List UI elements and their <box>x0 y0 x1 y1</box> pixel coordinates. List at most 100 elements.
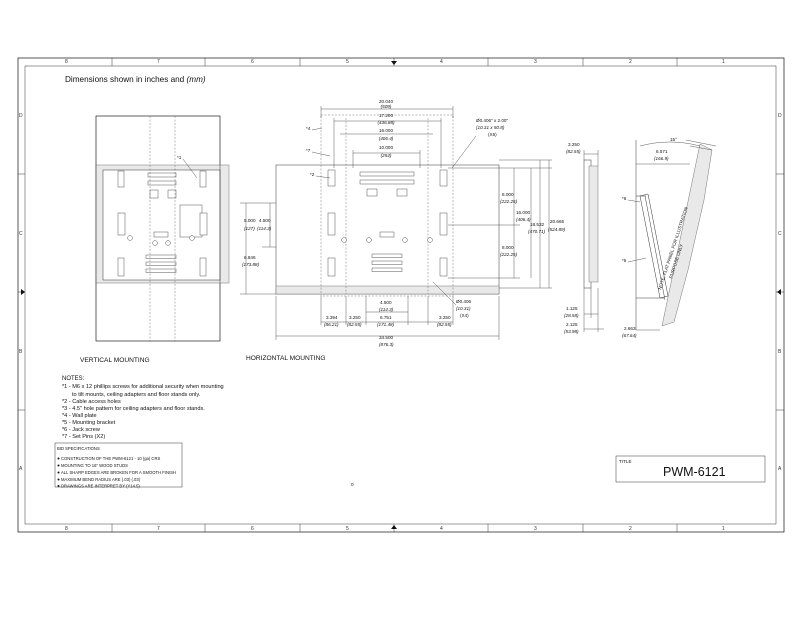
notes-heading: NOTES: <box>62 376 85 382</box>
sheet-center-mark: 0 <box>351 482 354 487</box>
spec-item-3: ALL SHARP EDGES ARE BROKEN FOR A SMOOTH … <box>61 470 176 475</box>
dim-tilt-6571-in: 6.571 <box>656 149 668 154</box>
zone-col-bottom-6: 6 <box>251 526 254 532</box>
callout-6: *6 <box>622 196 627 201</box>
zone-col-bottom-4: 4 <box>440 526 443 532</box>
notes-block: NOTES: *1 - M6 x 12 phillips screws for … <box>62 376 224 440</box>
note-item-7: *7 - Set Pins (X2) <box>62 434 105 440</box>
dim-left-6846-in: 6.846 <box>244 255 256 260</box>
dim-top-4-mm: (254) <box>381 153 392 158</box>
dim-bottom-3250a-mm: (82.55) <box>347 322 362 327</box>
dim-tilt-2663-in: 2.663 <box>624 326 636 331</box>
dim-bottom-3250b-in: 3.250 <box>439 315 451 320</box>
title-block-label: TITLE <box>619 459 632 464</box>
dim-tilt-angle: 15° <box>670 137 677 142</box>
dim-tilt-6571-mm: (166.9) <box>654 156 669 161</box>
dim-top-4-in: 10.000 <box>379 145 393 150</box>
dim-bottom-6751-mm: (171.48) <box>377 322 395 327</box>
dim-right-16000-in: 16.000 <box>516 210 530 215</box>
sheet-frame <box>17 57 785 533</box>
dim-left-5000-mm: (127) <box>244 226 255 231</box>
zone-row-left-D: D <box>19 113 23 119</box>
zone-row-left-A: A <box>19 466 23 472</box>
zone-col-bottom-1: 1 <box>722 526 725 532</box>
zone-col-top-7: 7 <box>157 59 160 65</box>
note-item-1-cont: to tilt mounts, ceiling adapters and flo… <box>72 392 201 398</box>
dim-side-1125-mm: (28.58) <box>564 313 579 318</box>
dim-top-overall-mm: (509) <box>381 104 392 109</box>
dim-right-8000b-mm: (222.25) <box>500 252 518 257</box>
dim-hole-in: Ø0.406 <box>456 299 472 304</box>
note-item-1: *1 - M6 x 12 phillips screws for additio… <box>62 384 224 390</box>
dim-bottom-4500-in: 4.500 <box>380 300 392 305</box>
zone-col-bottom-7: 7 <box>157 526 160 532</box>
dim-slot-in: Ø0.406" x 2.00" <box>476 118 508 123</box>
dim-right-20665-in: 20.665 <box>550 219 564 224</box>
horizontal-mounting-label: HORIZONTAL MOUNTING <box>246 355 326 362</box>
dim-top-2-in: 17.200 <box>379 113 393 118</box>
vertical-mounting-view: *1 VERTICAL MOUNTING <box>80 115 230 364</box>
zone-col-top-4: 4 <box>440 59 443 65</box>
dim-tilt-2663-mm: (67.64) <box>622 333 637 338</box>
zone-row-left-B: B <box>19 349 23 355</box>
dim-slot-qty: (X6) <box>488 132 497 137</box>
bid-specifications: BID SPECIFICATIONS CONSTRUCTION OF THE P… <box>54 442 183 489</box>
dim-top-2-mm: (436.88) <box>377 120 395 125</box>
vertical-callout-1: *1 <box>177 155 182 160</box>
dim-hole-qty: (X4) <box>460 313 469 318</box>
zone-row-right-C: C <box>778 231 782 237</box>
dim-hole-mm: (10.31) <box>456 306 471 311</box>
dim-bottom-overall-in: 34.500 <box>379 335 393 340</box>
dim-side-2125-in: 2.125 <box>566 322 578 327</box>
callout-5: *5 <box>622 258 627 263</box>
dim-bottom-6751-in: 6.751 <box>380 315 392 320</box>
callout-7: *7 <box>306 148 311 153</box>
dim-right-16000-mm: (406.4) <box>516 217 531 222</box>
zone-col-top-3: 3 <box>534 59 537 65</box>
dim-right-8000a-mm: (222.25) <box>500 199 518 204</box>
title-block: TITLE PWM-6121 <box>615 455 766 483</box>
zone-col-bottom-5: 5 <box>346 526 349 532</box>
spec-item-4: MAXIMUM BEND RADIUS ARE (.03) (.03) <box>61 477 141 482</box>
zone-row-left-C: C <box>19 231 23 237</box>
note-item-3: *3 - 4.5" hole pattern for ceiling adapt… <box>62 406 205 412</box>
zone-col-top-6: 6 <box>251 59 254 65</box>
note-item-6: *6 - Jack screw <box>62 427 101 433</box>
spec-item-2: MOUNTING TO 16" WOOD STUDS <box>61 463 128 468</box>
zone-col-bottom-2: 2 <box>629 526 632 532</box>
dim-bottom-3250a-in: 3.250 <box>349 315 361 320</box>
dim-top-overall-in: 20.040 <box>379 99 393 104</box>
dim-bottom-overall-mm: (876.3) <box>379 342 394 347</box>
dim-top-3-mm: (406.4) <box>379 136 394 141</box>
dim-left-4500-in: 4.500 <box>259 218 271 223</box>
dim-right-18532-in: 18.532 <box>530 222 544 227</box>
zone-col-top-5: 5 <box>346 59 349 65</box>
zone-col-top-2: 2 <box>629 59 632 65</box>
dim-right-8000a-in: 8.000 <box>502 192 514 197</box>
dim-top-3-in: 16.000 <box>379 128 393 133</box>
dim-bottom-4500-mm: (114.3) <box>379 307 394 312</box>
zone-row-right-A: A <box>778 466 782 472</box>
zone-row-right-D: D <box>778 113 782 119</box>
zone-col-bottom-8: 8 <box>65 526 68 532</box>
drawing-title: Dimensions shown in inches and (mm) <box>65 75 206 84</box>
side-view: 3.250 (82.55) 1.125 (28.58) 2.125 (53.98… <box>564 142 604 334</box>
dim-slot-mm: (10.31 x 50.8) <box>476 125 505 130</box>
dim-bottom-3394-mm: (86.21) <box>324 322 339 327</box>
zone-row-right-B: B <box>778 349 782 355</box>
dim-right-20665-mm: (524.89) <box>548 227 566 232</box>
dim-side-3250-in: 3.250 <box>568 142 580 147</box>
note-item-2: *2 - Cable access holes <box>62 399 121 405</box>
spec-item-1: CONSTRUCTION OF THE PWM-6121 - 10 (ga) C… <box>61 456 160 461</box>
dim-left-6846-mm: (173.88) <box>242 262 260 267</box>
dim-side-2125-mm: (53.98) <box>564 329 579 334</box>
dim-bottom-3394-in: 3.394 <box>326 315 338 320</box>
tilt-view: 15° 6.571 (166.9) 2.663 (67.64) *6 *5 NO… <box>622 137 717 338</box>
spec-item-5: DRAWINGS ARE INTERPRET BY (Y14.5) <box>61 484 140 489</box>
zone-col-top-1: 1 <box>722 59 725 65</box>
note-item-4: *4 - Wall plate <box>62 413 97 419</box>
zone-col-bottom-3: 3 <box>534 526 537 532</box>
title-part-number: PWM-6121 <box>663 465 726 479</box>
dim-right-18532-mm: (470.71) <box>528 229 546 234</box>
